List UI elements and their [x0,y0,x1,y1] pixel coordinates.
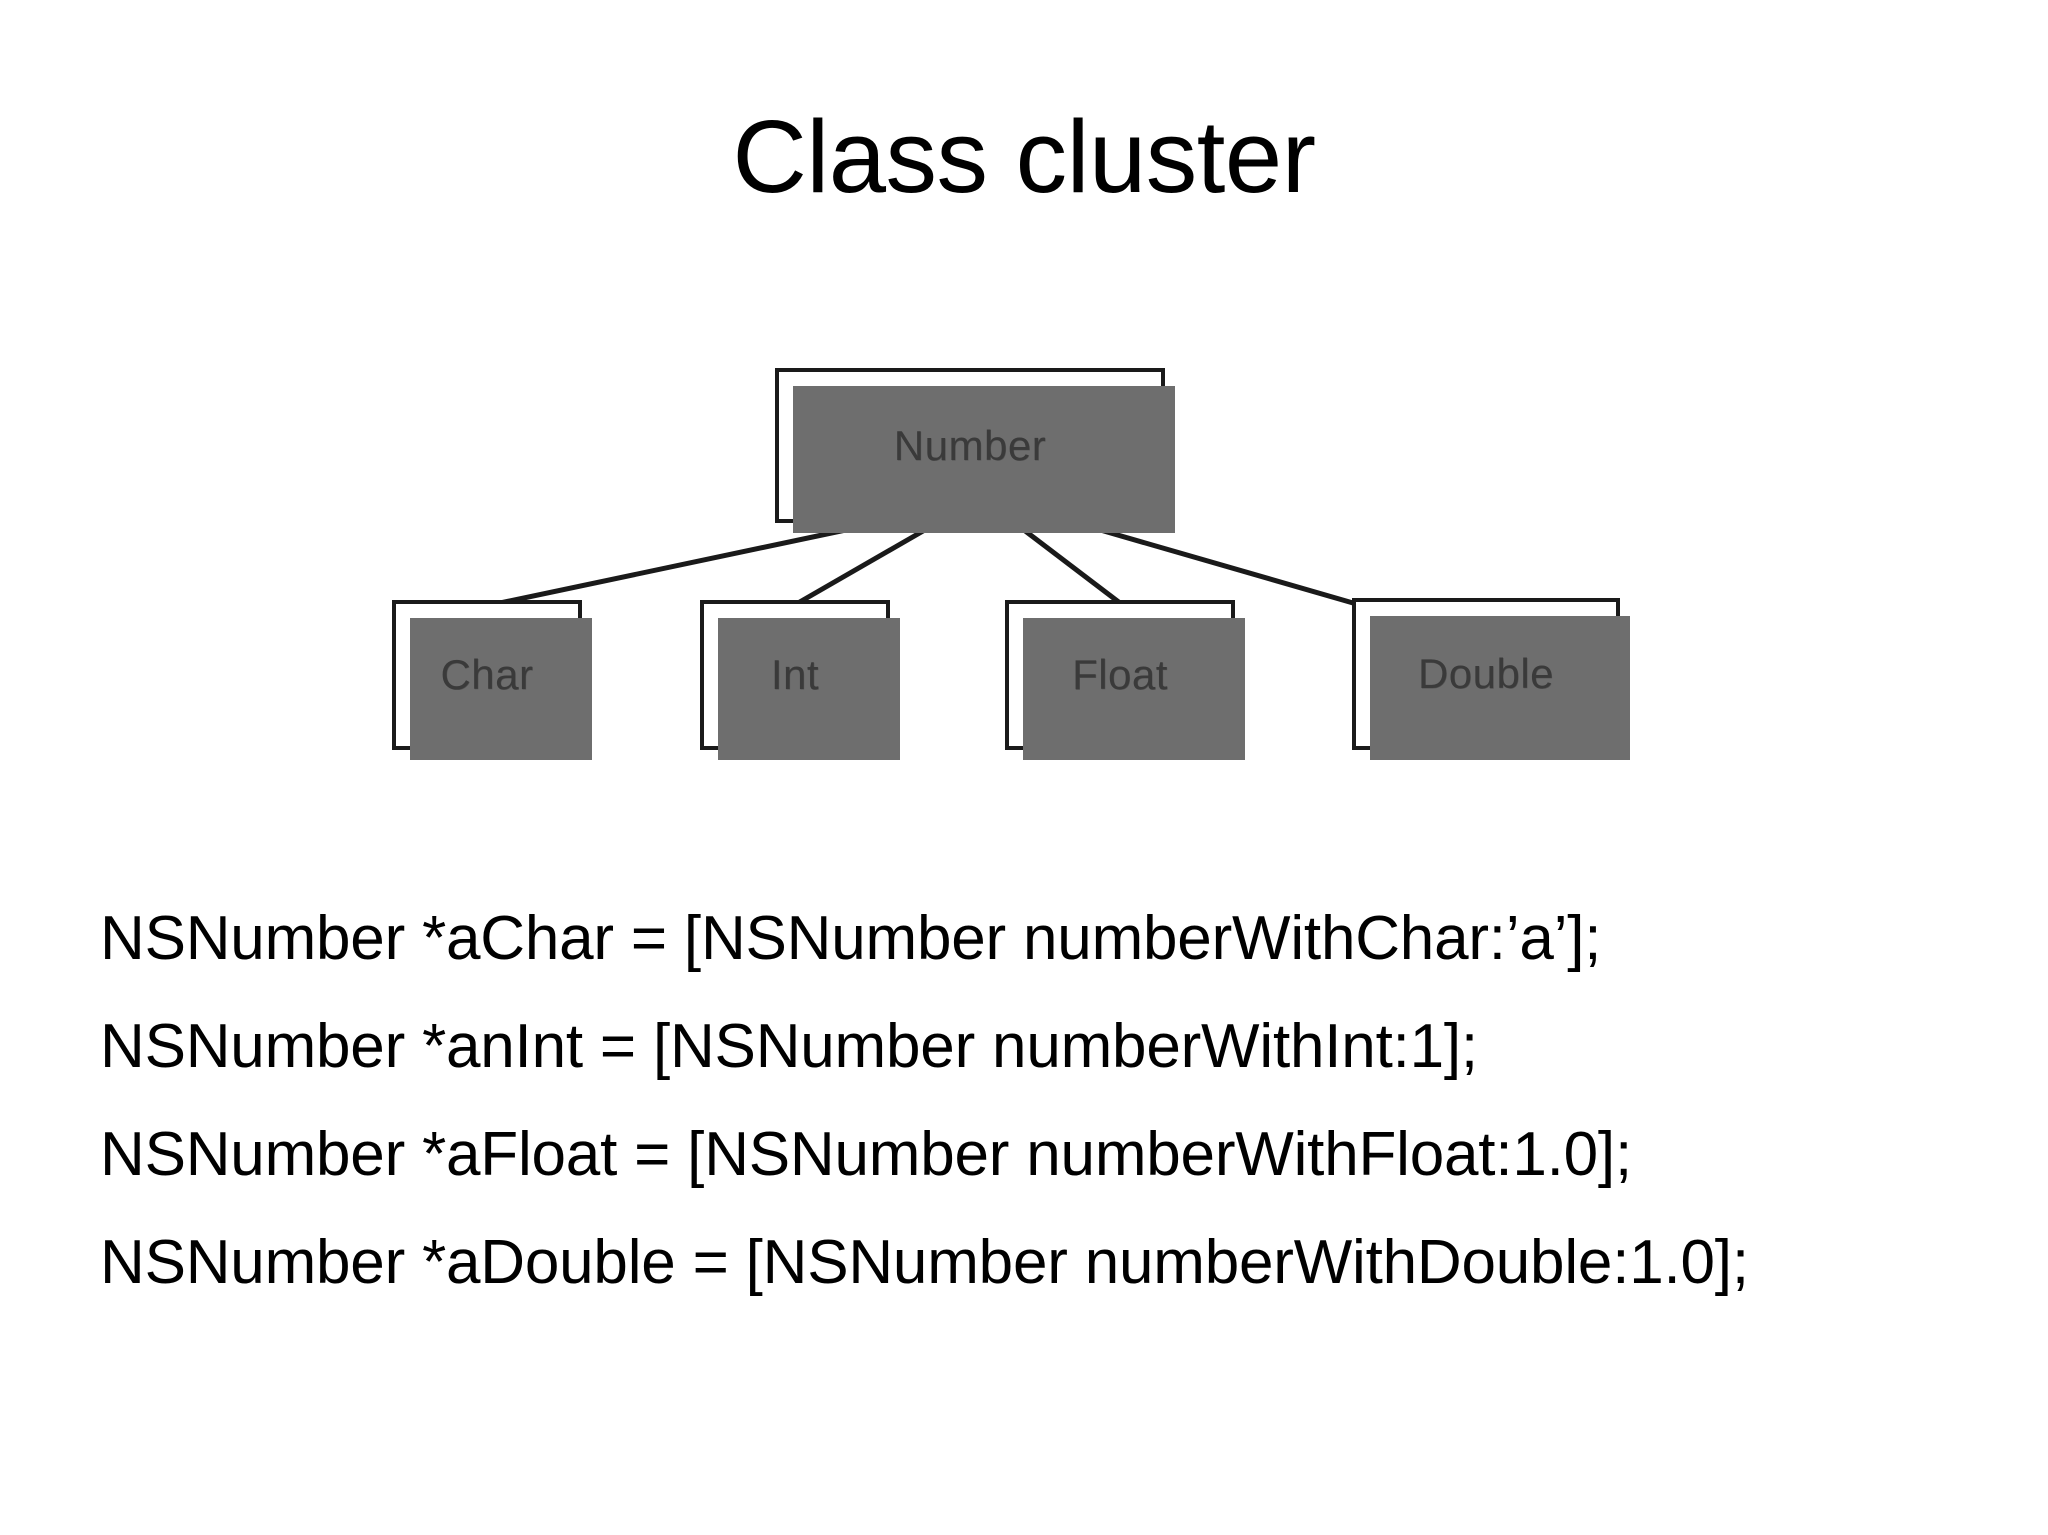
code-line: NSNumber *anInt = [NSNumber numberWithIn… [100,1012,1478,1081]
class-box-double[interactable]: Double [1352,598,1630,760]
code-line: NSNumber *aFloat = [NSNumber numberWithF… [100,1120,1632,1189]
code-line: NSNumber *aDouble = [NSNumber numberWith… [100,1228,1749,1297]
class-box-float[interactable]: Float [1005,600,1245,760]
class-box-char[interactable]: Char [392,600,592,760]
class-box-float-label: Float [1072,651,1168,698]
edge-number-to-float [1018,525,1122,605]
code-block: NSNumber *aChar = [NSNumber numberWithCh… [100,885,1970,1317]
class-cluster-diagram: Number Char Int Float Double [360,355,1660,775]
class-box-int[interactable]: Int [700,600,900,760]
class-box-int-label: Int [770,651,820,698]
class-box-number-label: Number [893,421,1047,469]
class-box-number[interactable]: Number [775,368,1175,533]
edge-number-to-double [1089,524,1361,608]
edge-number-to-char [499,524,861,606]
edge-number-to-int [796,524,932,606]
page-title: Class cluster [732,99,1316,214]
tree-connector-lines [499,524,1361,608]
class-box-char-label: Char [440,651,534,698]
code-line: NSNumber *aChar = [NSNumber numberWithCh… [100,904,1602,973]
class-box-double-label: Double [1417,650,1555,697]
